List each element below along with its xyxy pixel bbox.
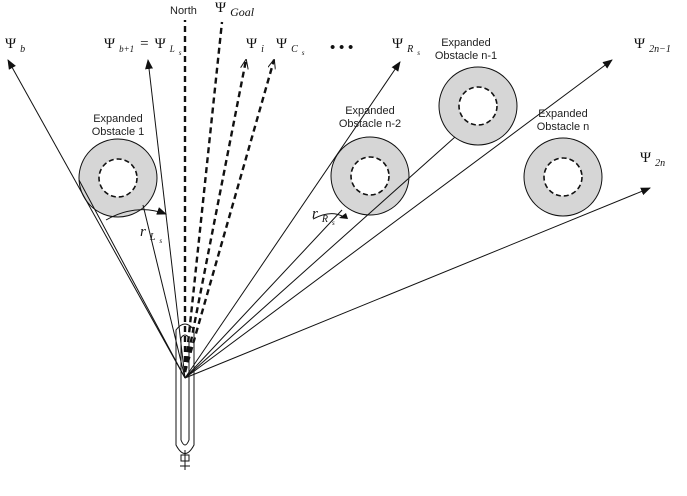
psi-cs-label: Ψ C s — [276, 35, 305, 57]
psi-2n-1-label: Ψ 2n−1 — [634, 35, 671, 55]
vessel-outline — [175, 323, 195, 470]
obstacle-n-2-label-line1: Expanded — [345, 105, 395, 117]
obstacle-n-ring — [523, 137, 603, 217]
ray-psi-2n-1 — [184, 59, 613, 379]
obstacle-n-2-label-line2: Obstacle n-2 — [339, 118, 401, 130]
ray-tangent-obstacle-1-left — [78, 179, 186, 379]
arc-r-rs-arrowhead — [339, 213, 348, 219]
ray-psi-b1 — [145, 59, 186, 379]
ray-psi-rs — [184, 61, 401, 379]
ray-psi-goal — [183, 21, 224, 373]
r-rs-label: r R s — [312, 205, 335, 227]
obstacle-1-label-line2: Obstacle 1 — [92, 126, 145, 138]
obstacle-1-label-line1: Expanded — [93, 113, 143, 125]
psi-goal-label: Ψ Goal — [215, 0, 255, 19]
ray-tangent-obstacle-1-right — [142, 204, 186, 379]
ray-psi-2n — [184, 187, 651, 379]
psi-b1-label: Ψ b+1 = Ψ L s — [104, 35, 182, 57]
psi-b-label: Ψ b — [5, 35, 25, 55]
ray-psi-i — [183, 60, 246, 373]
psi-i-label: Ψ i — [246, 35, 264, 55]
r-ls-label: r L s — [140, 223, 162, 245]
psi-2n-label: Ψ 2n — [640, 149, 665, 169]
north-label: North — [170, 5, 197, 17]
ray-tangent-obstacle-n-2 — [184, 209, 343, 379]
obstacle-n-1-ring — [438, 66, 518, 146]
ray-psi-b — [7, 59, 186, 379]
obstacle-1-ring — [78, 138, 158, 218]
ray-psi-cs — [183, 60, 274, 373]
arc-r-ls — [105, 207, 167, 221]
obstacle-n-label-line2: Obstacle n — [537, 121, 590, 133]
obstacle-n-1-label-line2: Obstacle n-1 — [435, 50, 497, 62]
ellipsis-dots: • • • — [330, 40, 353, 56]
arc-r-rs — [312, 213, 343, 220]
psi-rs-label: Ψ R s — [392, 35, 420, 57]
obstacle-n-2-ring — [330, 136, 410, 216]
ray-tangent-obstacle-n-1 — [184, 136, 456, 379]
obstacle-n-label-line1: Expanded — [538, 108, 588, 120]
obstacle-n-1-label-line1: Expanded — [441, 37, 491, 49]
